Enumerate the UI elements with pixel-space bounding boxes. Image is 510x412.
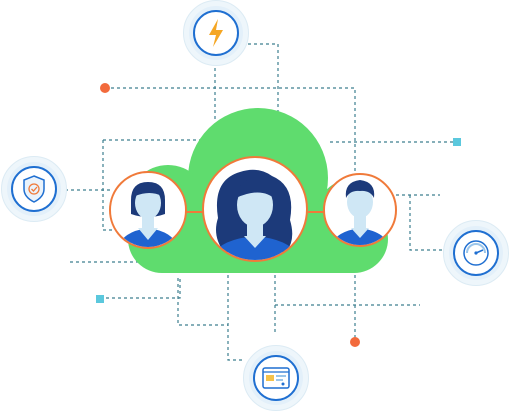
connector-bottom-left [177, 278, 228, 326]
connector-bottom-panel [227, 275, 245, 361]
speedometer-icon [463, 240, 489, 266]
orange-dot-top [100, 83, 110, 93]
shield-check-icon [23, 175, 45, 203]
dashboard-badge [243, 345, 309, 411]
dashboard-window-icon [262, 367, 290, 389]
lightning-bolt-icon [209, 19, 223, 47]
connector-orange-dot [105, 87, 356, 175]
teal-square-right [453, 138, 461, 146]
woman-short-hair-avatar [109, 171, 187, 249]
speedometer-badge [443, 220, 509, 286]
orange-dot-bottom [350, 337, 360, 347]
connector-top-right [248, 43, 279, 130]
shield-badge [1, 156, 67, 222]
connector-speedometer [409, 195, 443, 251]
lightning-badge [183, 0, 249, 66]
teal-square-left [96, 295, 104, 303]
connector-left-vertical [102, 140, 112, 231]
man-avatar [323, 173, 397, 247]
connector-teal-left [100, 278, 181, 299]
woman-long-hair-avatar [202, 156, 308, 262]
connector-lines [65, 43, 455, 361]
